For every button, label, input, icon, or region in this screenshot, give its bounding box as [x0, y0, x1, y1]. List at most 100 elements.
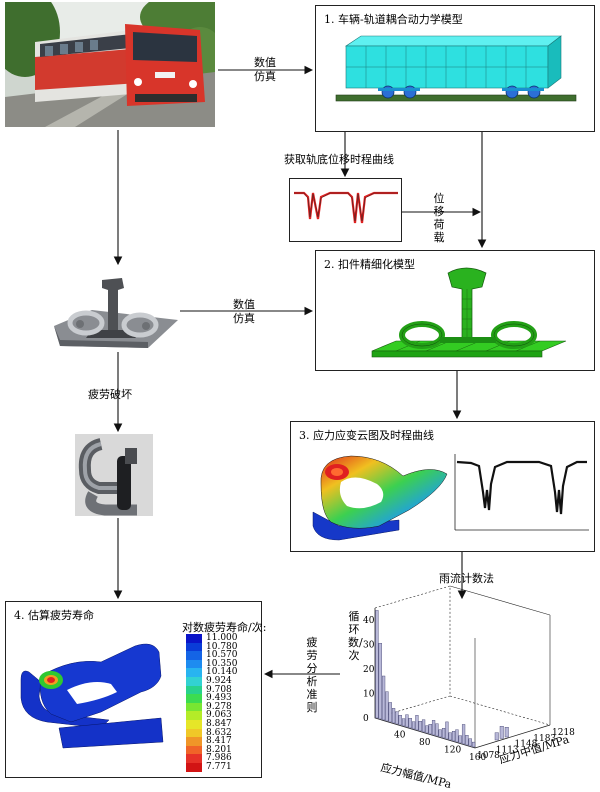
z-tick-label: 0 — [363, 714, 369, 724]
histogram-bar — [461, 724, 466, 745]
legend-swatch — [186, 737, 202, 746]
x-tick-label: 120 — [444, 746, 461, 756]
legend-swatch — [186, 745, 202, 755]
legend-value: 8.201 — [206, 744, 232, 755]
histogram-bar — [451, 731, 456, 742]
label-rainflow: 雨流计数法 — [439, 572, 494, 585]
histogram-bar — [445, 721, 449, 740]
legend-swatch — [186, 634, 202, 643]
histogram-bar — [504, 727, 509, 738]
legend-entry: 9.063 — [186, 711, 238, 720]
vehicle-track-model-box: 1. 车辆-轨道耦合动力学模型 — [315, 5, 595, 132]
legend-entry: 7.986 — [186, 754, 238, 763]
legend-swatch — [186, 711, 202, 720]
legend-value: 9.278 — [206, 701, 232, 712]
histogram-bar — [415, 715, 419, 731]
legend-swatch — [186, 702, 202, 712]
label-fatigue-failure: 疲劳破坏 — [88, 388, 132, 401]
legend-swatch — [186, 719, 202, 729]
legend-entry: 8.847 — [186, 720, 238, 729]
legend-value: 7.771 — [206, 761, 232, 772]
histogram-bar — [441, 728, 446, 739]
histogram-bars — [375, 610, 509, 748]
histogram-bar — [408, 718, 412, 729]
train-photo — [5, 2, 215, 127]
legend-value: 11.000 — [206, 633, 238, 643]
histogram-bar — [391, 708, 396, 724]
x-tick-label: 40 — [394, 731, 406, 741]
legend-value: 9.063 — [206, 710, 232, 721]
legend-swatch — [186, 651, 202, 660]
histogram-bar — [465, 735, 469, 746]
legend-value: 7.986 — [206, 753, 232, 764]
step4-title: 4. 估算疲劳寿命 — [14, 609, 94, 622]
legend-title: 对数疲劳寿命/次: — [182, 621, 267, 634]
label-numeric-sim-1: 数值 仿真 — [254, 56, 276, 83]
legend-swatch — [186, 659, 202, 669]
histogram-bar — [499, 726, 504, 739]
label-get-displacement: 获取轨底位移时程曲线 — [284, 153, 394, 166]
x-tick-label: 80 — [419, 738, 431, 748]
legend-entry: 9.278 — [186, 701, 238, 712]
histogram-bar — [375, 610, 379, 719]
legend-value: 10.350 — [206, 658, 238, 669]
step2-title: 2. 扣件精细化模型 — [324, 258, 415, 271]
legend-swatch — [186, 694, 202, 703]
legend-value: 8.417 — [206, 736, 232, 747]
fastener-photo — [52, 268, 180, 350]
histogram-bar — [435, 723, 439, 737]
histogram-bar — [381, 675, 386, 721]
legend-value: 10.570 — [206, 650, 238, 661]
histogram-bar — [385, 691, 389, 722]
y-tick-label: 1148 — [515, 740, 538, 750]
histogram-bar — [421, 719, 426, 733]
rail-bottom-displacement-curve — [289, 178, 402, 242]
histogram-bar — [455, 729, 459, 743]
legend-entry: 10.780 — [186, 642, 238, 652]
legend-value: 8.847 — [206, 718, 232, 729]
histogram-bar — [468, 738, 472, 747]
hist-zlabel: 循环数/次 — [348, 610, 363, 662]
x-tick-label: 160 — [469, 753, 486, 763]
legend-entry: 7.771 — [186, 763, 238, 772]
legend-swatch — [186, 668, 202, 677]
legend-entry: 9.493 — [186, 694, 238, 703]
step1-title: 1. 车辆-轨道耦合动力学模型 — [324, 13, 463, 26]
histogram-axes — [374, 585, 551, 749]
legend-swatch — [186, 754, 202, 763]
histogram-bar — [438, 729, 442, 738]
label-numeric-sim-2: 数值 仿真 — [233, 298, 255, 325]
legend-value: 8.632 — [206, 727, 232, 738]
histogram-bar — [401, 718, 406, 727]
legend-entry: 10.350 — [186, 658, 238, 669]
y-tick-label: 1113 — [496, 745, 519, 755]
histogram-bar — [395, 711, 399, 725]
legend-entry: 8.417 — [186, 737, 238, 746]
histogram-bar — [458, 735, 462, 744]
legend-value: 10.140 — [206, 667, 238, 678]
histogram-bar — [494, 732, 499, 741]
legend-entry: 9.924 — [186, 677, 238, 686]
legend-value: 9.924 — [206, 675, 232, 686]
histogram-bar — [431, 720, 436, 736]
step3-title: 3. 应力应变云图及时程曲线 — [299, 429, 434, 442]
legend-swatch — [186, 642, 202, 652]
fastener-mesh-figure — [371, 267, 567, 358]
histogram-bar — [425, 725, 429, 734]
histogram-bar — [388, 702, 392, 723]
legend-value: 9.708 — [206, 684, 232, 695]
y-tick-label: 1183 — [533, 734, 556, 744]
histogram-bar — [411, 721, 416, 730]
y-tick-label: 1078 — [477, 751, 500, 761]
legend-entry: 8.201 — [186, 744, 238, 755]
y-tick-label: 1218 — [552, 728, 575, 738]
stress-strain-box: 3. 应力应变云图及时程曲线 — [290, 421, 595, 552]
label-fatigue-criterion: 疲劳分析准则 — [306, 636, 318, 714]
histogram-bar — [398, 715, 402, 726]
z-tick-label: 40 — [363, 616, 375, 626]
z-tick-label: 10 — [363, 690, 375, 700]
legend-swatch — [186, 762, 202, 772]
stress-time-history-curve — [454, 454, 589, 531]
